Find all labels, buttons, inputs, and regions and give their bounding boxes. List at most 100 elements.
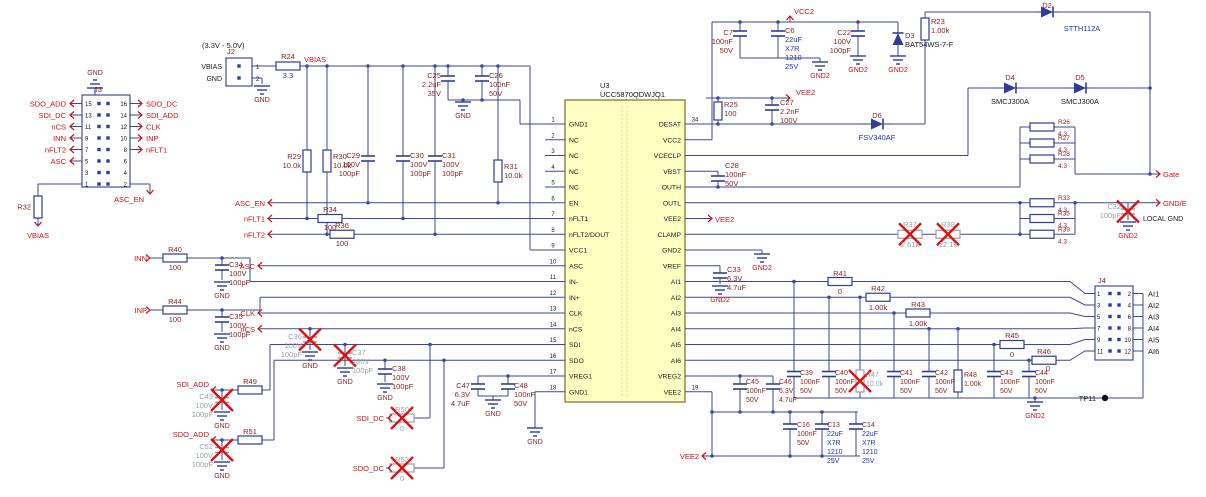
ic-body xyxy=(564,99,686,403)
dnp-x-icon xyxy=(333,343,357,368)
net-label-tick-icon xyxy=(137,99,143,108)
label: 100pF xyxy=(442,169,464,178)
connector-pin xyxy=(1117,303,1121,307)
net-ticks xyxy=(34,15,1161,472)
label: AI1 xyxy=(1148,290,1159,299)
label: 100nF xyxy=(900,379,920,386)
diode-d4 xyxy=(998,82,1022,94)
label: 5 xyxy=(85,160,89,166)
dnp-x-icon xyxy=(390,406,414,430)
capacitor-c29 xyxy=(361,155,375,162)
label: nFLT1 xyxy=(244,215,265,224)
label: 100pF xyxy=(830,46,852,55)
label: D4 xyxy=(1005,73,1015,82)
label: R33 xyxy=(1058,195,1070,202)
junction-dot xyxy=(710,410,714,414)
label: 3 xyxy=(85,171,89,177)
pin-name: CLAMP xyxy=(658,232,682,239)
capacitor-c52 xyxy=(215,446,229,454)
junction-dot xyxy=(956,326,960,331)
net-label-tick-icon xyxy=(1155,170,1161,178)
label: R52 xyxy=(395,455,409,464)
junction-dot xyxy=(716,185,720,189)
label: 0 xyxy=(1010,350,1014,359)
pin-number: 3 xyxy=(551,149,555,155)
label: D6 xyxy=(872,111,882,120)
label: 4.3 xyxy=(1058,147,1067,154)
label: SDI_ADD xyxy=(146,111,179,120)
gnd-symbol: GND xyxy=(337,367,353,386)
connector-pin xyxy=(1117,337,1121,342)
label: 0 xyxy=(838,287,842,296)
label: 100nF xyxy=(800,379,820,386)
pin-name: VEE2 xyxy=(664,216,682,223)
label: R48 xyxy=(964,372,977,379)
resistor-r49 xyxy=(237,385,263,395)
label: 2.2nF xyxy=(780,107,800,116)
label: X7R xyxy=(785,44,800,53)
resistor-r36 xyxy=(329,229,355,239)
label: 100V xyxy=(195,401,213,410)
label: R30 xyxy=(333,152,347,161)
label: R43 xyxy=(911,300,925,309)
net-label-tick-icon xyxy=(267,214,273,223)
label: 100 xyxy=(169,315,182,324)
label: SDO_DC xyxy=(146,100,178,109)
junction-dot xyxy=(716,122,720,126)
gnd-symbol: GND xyxy=(214,333,230,352)
pin-name: OUTL xyxy=(663,200,681,207)
label: 100 xyxy=(169,263,182,272)
label: 50V xyxy=(720,46,733,55)
label: C13 xyxy=(827,422,840,429)
pin-name: VREG2 xyxy=(658,374,681,381)
ground-label: GND xyxy=(254,97,270,104)
label: 4.7uF xyxy=(779,397,797,404)
net-label-tick-icon xyxy=(267,230,273,239)
label: C44 xyxy=(1035,370,1048,377)
label: 100V xyxy=(195,451,213,460)
label: 100pF xyxy=(281,350,303,359)
connector-pin xyxy=(106,159,110,163)
resistor-r33 xyxy=(1029,198,1055,208)
capacitor-c46 xyxy=(766,383,780,390)
pin-name: VBST xyxy=(663,169,681,176)
label: C26 xyxy=(489,71,503,80)
ground-label: GND2 xyxy=(888,67,908,74)
label: VBIAS xyxy=(27,231,49,240)
connectors xyxy=(81,57,1134,361)
label: 100pF xyxy=(192,460,214,469)
label: ASC xyxy=(51,157,67,166)
junction-dot xyxy=(827,295,831,300)
pin-name: AI1 xyxy=(671,279,681,286)
pin-number: 6 xyxy=(551,196,555,202)
label: R38 xyxy=(941,220,955,229)
ground-label: GND xyxy=(455,113,471,120)
net-label-tick-icon xyxy=(701,452,707,460)
label: 25V xyxy=(827,458,840,465)
label: 12 xyxy=(120,125,127,131)
resistor-r48 xyxy=(953,369,963,393)
label: 5 xyxy=(1097,315,1101,321)
junction-dot xyxy=(770,96,774,100)
junction-dot xyxy=(401,216,405,221)
junction-dot xyxy=(305,64,309,68)
pin-name: EN xyxy=(569,200,579,207)
label: CLK xyxy=(146,123,161,132)
diode-d5 xyxy=(1068,82,1092,94)
ground-label: GND xyxy=(485,411,501,418)
label: TP11 xyxy=(1079,394,1096,403)
net-label-tick-icon xyxy=(707,214,713,223)
label: 100pF xyxy=(352,366,374,375)
label: 8 xyxy=(124,148,128,154)
capacitor-c39 xyxy=(787,370,801,378)
label: 100nF xyxy=(489,80,511,89)
gnd-symbol: GND xyxy=(214,281,230,300)
junction-dot xyxy=(892,311,896,315)
label: Gate xyxy=(1163,170,1179,179)
pin-number: 13 xyxy=(550,307,557,313)
net-label-tick-icon xyxy=(145,306,151,314)
label: C16 xyxy=(797,422,810,429)
capacitor-c25 xyxy=(441,75,455,82)
resistor-r40 xyxy=(162,253,188,263)
label: 100nF xyxy=(935,379,955,386)
